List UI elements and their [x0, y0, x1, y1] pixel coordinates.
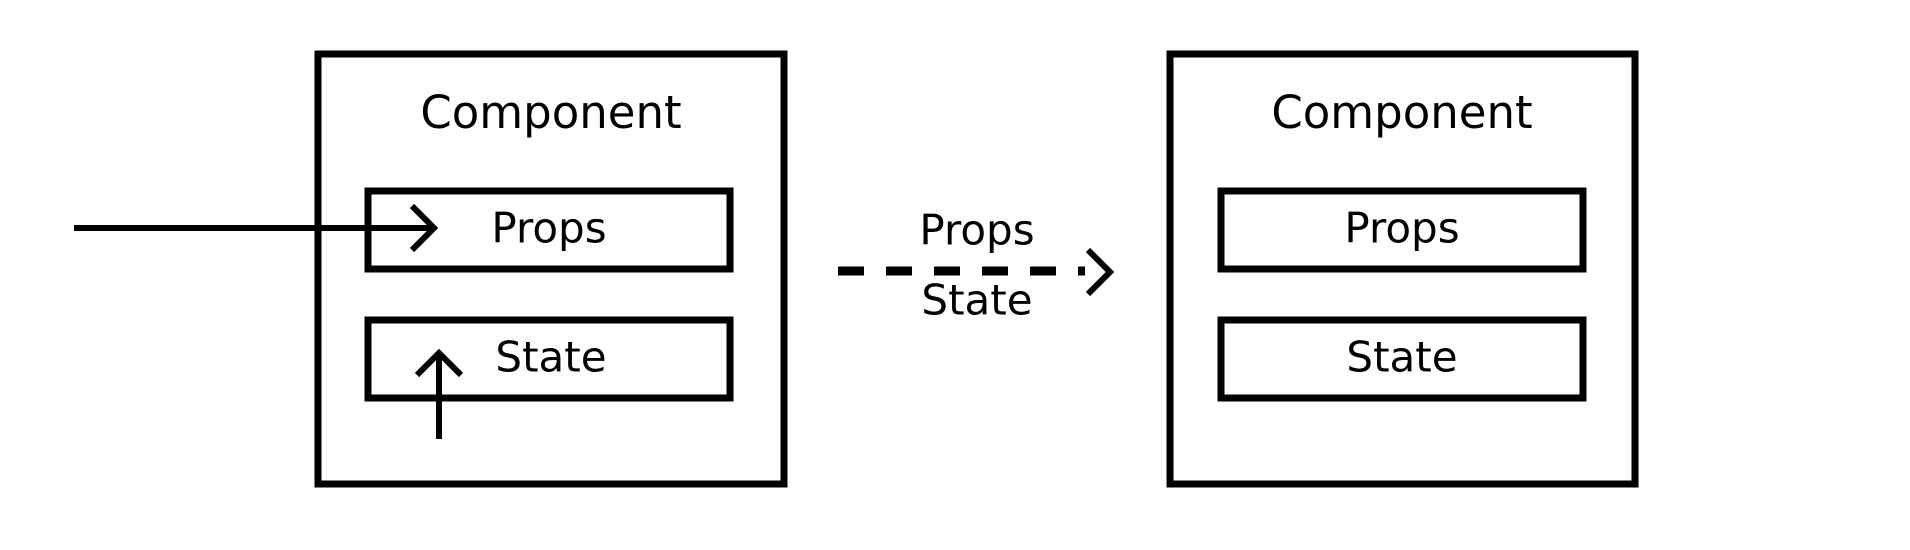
transition-arrow-head	[1085, 247, 1115, 297]
left-state-label: State	[495, 333, 606, 382]
left-component: Component Props State	[314, 50, 788, 488]
left-component-title: Component	[420, 86, 681, 139]
left-props-label: Props	[491, 204, 606, 253]
incoming-props-arrow-head	[409, 203, 439, 253]
right-props-box	[1217, 187, 1587, 273]
state-update-arrow-head	[414, 348, 464, 378]
transition-props-label: Props	[919, 206, 1034, 255]
right-component-frame	[1166, 50, 1639, 488]
right-state-box	[1217, 316, 1587, 402]
right-state-label: State	[1346, 333, 1457, 382]
state-update-arrow	[414, 348, 464, 439]
right-component-title: Component	[1271, 86, 1532, 139]
right-props-label: Props	[1344, 204, 1459, 253]
transition-state-label: State	[921, 276, 1032, 325]
incoming-props-arrow	[74, 203, 439, 253]
transition-arrow: Props State	[838, 206, 1115, 325]
right-component: Component Props State	[1166, 50, 1639, 488]
left-component-frame	[314, 50, 788, 488]
left-state-box	[364, 316, 734, 402]
